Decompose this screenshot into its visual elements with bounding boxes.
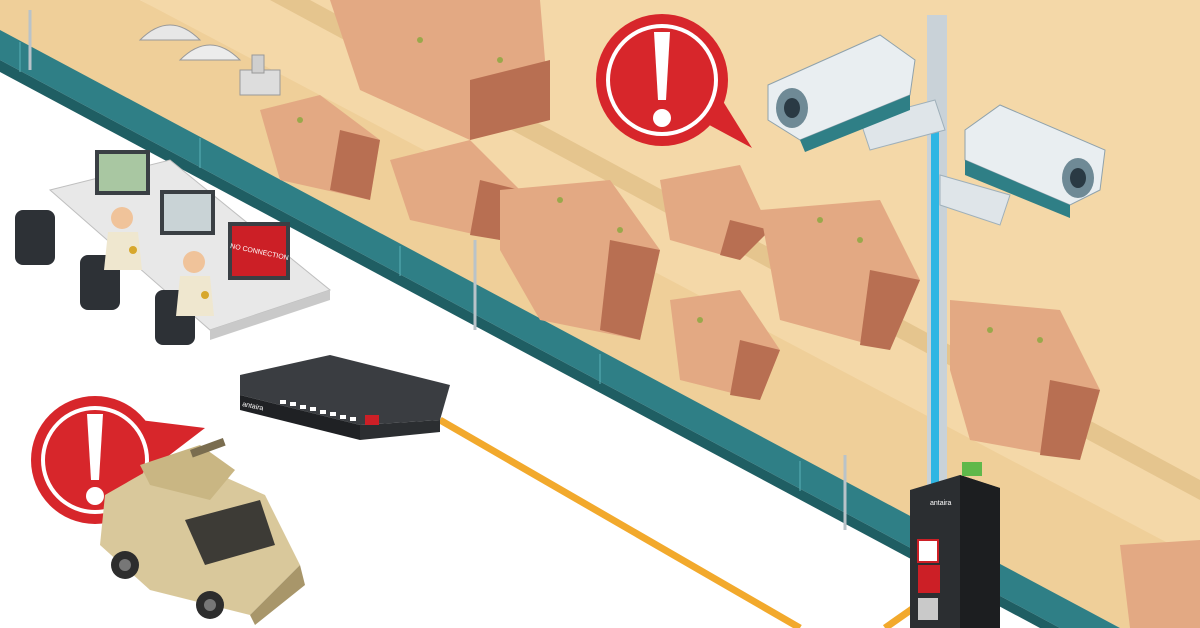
mesa xyxy=(950,300,1100,460)
security-camera-icon xyxy=(767,34,916,152)
network-switch-icon: antaira xyxy=(240,355,450,440)
switch-brand-label: antaira xyxy=(242,401,264,412)
mesa xyxy=(660,165,770,260)
airbase xyxy=(138,24,281,96)
monitor-alert: NO CONNECTION xyxy=(228,222,290,280)
monitor xyxy=(160,190,215,235)
mesa xyxy=(330,0,550,140)
alert-bubble-icon xyxy=(596,14,752,148)
security-operator xyxy=(104,207,142,270)
mesa xyxy=(260,95,380,200)
mesa xyxy=(1120,540,1200,628)
monitor xyxy=(95,150,150,195)
poe-injector-icon: antaira xyxy=(910,462,1000,628)
security-camera-icon xyxy=(964,104,1106,218)
rock-formations xyxy=(260,0,1200,628)
mesa xyxy=(760,200,920,350)
light-poles xyxy=(28,10,847,530)
camera-pole xyxy=(859,15,1011,550)
mesa xyxy=(670,290,780,400)
security-operator xyxy=(176,251,214,316)
control-room: NO CONNECTION xyxy=(15,150,332,345)
injector-brand-label: antaira xyxy=(930,500,952,507)
mesa xyxy=(500,180,660,340)
military-vehicle xyxy=(100,438,305,625)
